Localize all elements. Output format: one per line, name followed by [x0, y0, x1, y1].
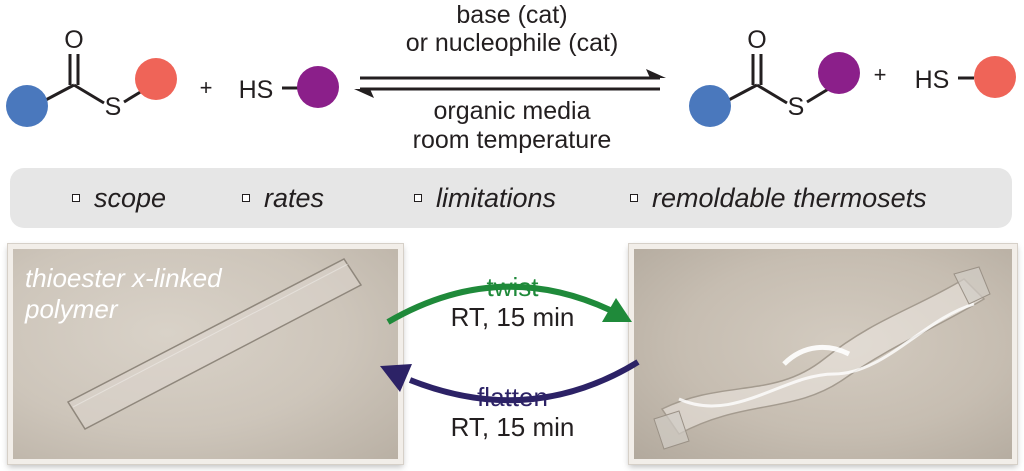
bullet-icon: [72, 194, 80, 202]
condition-catalyst: base (cat): [456, 1, 567, 29]
twist-conditions: RT, 15 min: [450, 302, 575, 332]
condition-nucleophile: or nucleophile (cat): [406, 29, 619, 57]
bullet-icon: [242, 194, 250, 202]
twist-label-block: twist RT, 15 min: [420, 272, 605, 332]
photo-twisted-polymer: [629, 244, 1017, 464]
product-red-substituent: [974, 56, 1016, 98]
product-carbonyl-oxygen-label: O: [747, 26, 766, 54]
product-thiol-label: HS: [915, 66, 950, 94]
photo-flat-polymer: thioester x-linked polymer: [8, 244, 403, 464]
purple-substituent: [297, 66, 339, 108]
feature-scope: scope: [72, 168, 166, 228]
feature-rates: rates: [242, 168, 324, 228]
reactant-thioester: O S: [6, 26, 177, 127]
product-sulfur-label: S: [788, 93, 805, 121]
thiol-label: HS: [239, 76, 274, 104]
product-blue-substituent: [689, 85, 731, 127]
flatten-arrowhead-icon: [380, 364, 412, 392]
twist-arrowhead-icon: [602, 298, 632, 322]
flatten-label: flatten: [477, 382, 548, 412]
polymer-label: thioester x-linked polymer: [25, 263, 222, 324]
reaction-scheme: O S + HS base (cat) or nucleophile (cat)…: [6, 1, 1016, 154]
twist-label: twist: [486, 272, 539, 302]
bullet-icon: [630, 194, 638, 202]
transformation-arrows: [380, 283, 640, 404]
flatten-arrow: [408, 359, 640, 404]
blue-substituent: [6, 85, 48, 127]
feature-limitations: limitations: [414, 168, 556, 228]
sulfur-label: S: [105, 93, 122, 121]
red-substituent: [135, 58, 177, 100]
product-thioester: O S: [689, 26, 860, 127]
flat-strip-image: [66, 258, 363, 430]
twist-arrow: [386, 283, 612, 325]
reactant-thiol: HS: [239, 66, 339, 108]
condition-media: organic media: [433, 97, 590, 125]
equilibrium-arrows: [354, 69, 666, 98]
feature-bar: scope rates limitations remoldable therm…: [10, 168, 1012, 228]
flatten-conditions: RT, 15 min: [450, 412, 575, 442]
plus-sign: +: [200, 75, 213, 100]
flatten-label-block: flatten RT, 15 min: [420, 382, 605, 442]
product-purple-substituent: [818, 52, 860, 94]
product-thiol: HS: [915, 56, 1016, 98]
condition-temperature: room temperature: [413, 126, 612, 154]
carbonyl-oxygen-label: O: [64, 26, 83, 54]
bullet-icon: [414, 194, 422, 202]
twisted-strip-image: [653, 266, 991, 450]
product-plus-sign: +: [874, 62, 887, 87]
feature-remoldable-thermosets: remoldable thermosets: [630, 168, 927, 228]
